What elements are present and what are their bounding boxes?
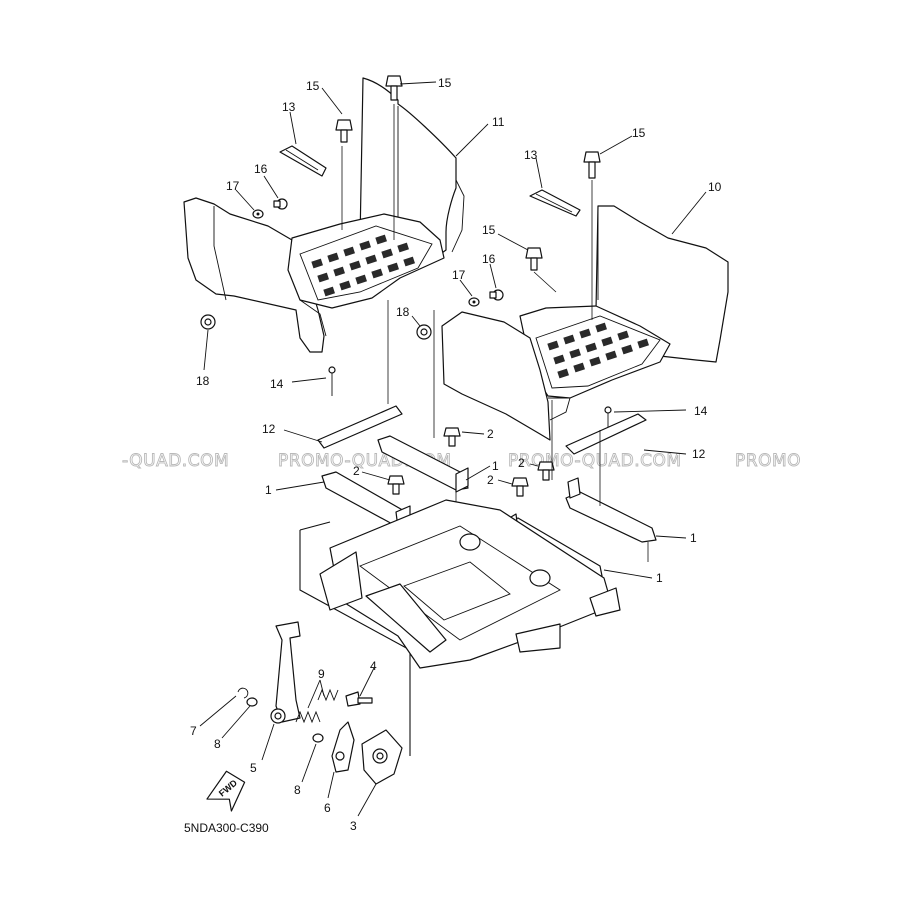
left-deck-grid xyxy=(299,225,433,301)
fwd-arrow: FWD xyxy=(206,770,246,812)
callout-15: 15 xyxy=(438,76,452,90)
washer-17-b xyxy=(468,297,480,307)
callout-16: 16 xyxy=(254,162,268,176)
washer-8-b xyxy=(312,733,324,743)
nut-18-a xyxy=(200,314,216,330)
plate-12-right xyxy=(565,413,647,455)
callout-17: 17 xyxy=(226,179,240,193)
callout-4: 4 xyxy=(370,659,377,673)
callout-10: 10 xyxy=(708,180,722,194)
callout-13: 13 xyxy=(524,148,538,162)
callout-8: 8 xyxy=(294,783,301,797)
callout-7: 7 xyxy=(190,724,197,738)
callout-1: 1 xyxy=(656,571,663,585)
callout-15: 15 xyxy=(306,79,320,93)
right-deck-grid xyxy=(535,315,661,389)
nut-18-b xyxy=(416,324,432,340)
washer-17-a xyxy=(252,209,264,219)
callout-1: 1 xyxy=(690,531,697,545)
bracket-1-c xyxy=(565,477,657,543)
callout-13: 13 xyxy=(282,100,296,114)
brake-pedal-5 xyxy=(270,621,301,724)
step-bracket-13-left xyxy=(279,145,327,177)
callout-18: 18 xyxy=(196,374,210,388)
bolt-15-d xyxy=(525,247,543,271)
watermark-text-3: PROMO-QUAD.COM xyxy=(508,451,682,471)
callout-12: 12 xyxy=(262,422,276,436)
bolt-16-a xyxy=(273,198,288,210)
bracket-1-b xyxy=(377,435,469,493)
callout-11: 11 xyxy=(492,115,505,129)
callout-2: 2 xyxy=(487,473,494,487)
right-footrest-10 xyxy=(441,205,729,441)
washer-8-a xyxy=(246,697,258,707)
bolt-2-a xyxy=(443,427,461,447)
callout-17: 17 xyxy=(452,268,466,282)
bolt-2-b xyxy=(537,461,555,481)
clip-7 xyxy=(237,687,249,699)
watermark-text-1: -QUAD.COM xyxy=(122,451,229,471)
callout-6: 6 xyxy=(324,801,331,815)
callout-2: 2 xyxy=(353,464,360,478)
bolt-16-b xyxy=(489,289,504,301)
spring-9-b xyxy=(317,688,339,702)
callout-5: 5 xyxy=(250,761,257,775)
pin-14-a xyxy=(328,366,336,396)
bolt-15-c xyxy=(583,151,601,179)
bolt-4 xyxy=(345,691,373,707)
callout-1: 1 xyxy=(265,483,272,497)
callout-15: 15 xyxy=(632,126,646,140)
watermark-text-4: PROMO xyxy=(735,451,801,471)
callout-15: 15 xyxy=(482,223,496,237)
callout-9: 9 xyxy=(318,667,325,681)
callout-3: 3 xyxy=(350,819,357,833)
diagram-code: 5NDA300-C390 xyxy=(184,821,269,835)
step-bracket-13-right xyxy=(529,189,581,217)
leader-lines xyxy=(199,81,707,817)
callout-14: 14 xyxy=(270,377,284,391)
spring-9-a xyxy=(295,710,321,724)
chassis-frame xyxy=(299,499,621,756)
lever-6 xyxy=(331,721,355,773)
switch-3 xyxy=(361,729,403,785)
callout-14: 14 xyxy=(694,404,708,418)
callout-2: 2 xyxy=(487,427,494,441)
bolt-2-c xyxy=(387,475,405,495)
bolt-15-a xyxy=(335,119,353,143)
bolt-2-d xyxy=(511,477,529,497)
plate-12-left xyxy=(317,405,403,449)
callout-12: 12 xyxy=(692,447,706,461)
callout-numbers: 15 15 13 11 15 13 16 17 10 15 16 17 18 1… xyxy=(190,76,722,833)
callout-16: 16 xyxy=(482,252,496,266)
callout-8: 8 xyxy=(214,737,221,751)
callout-2: 2 xyxy=(518,456,525,470)
left-footrest-11 xyxy=(183,77,465,353)
callout-1: 1 xyxy=(492,459,499,473)
callout-18: 18 xyxy=(396,305,410,319)
bolt-15-b xyxy=(385,75,403,101)
